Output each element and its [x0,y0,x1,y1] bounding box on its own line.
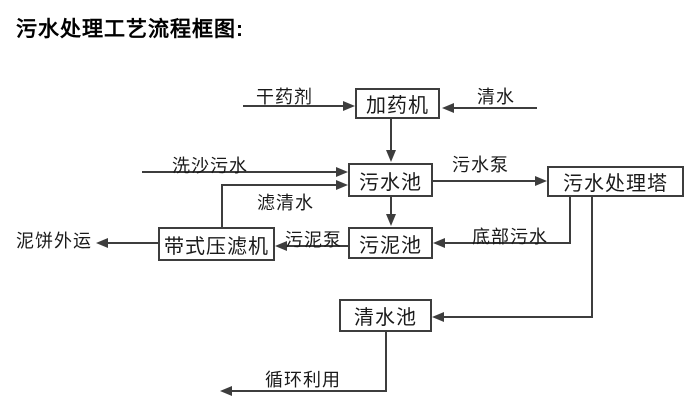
edge-recycle-vline [385,332,387,392]
node-sewage-treatment-tower: 污水处理塔 [547,166,684,197]
edge-tower-to-clean-vline [591,197,593,318]
edge-dosing-to-pool-line [390,119,392,151]
label-sand-washing-sewage: 洗沙污水 [172,156,248,176]
arrowhead-left-icon [275,241,287,251]
node-sludge-pool: 污泥池 [348,227,433,259]
arrowhead-right-icon [336,180,348,190]
label-sludge-pump: 污泥泵 [285,230,342,250]
label-sewage-pump: 污水泵 [452,155,509,175]
arrowhead-down-icon [386,150,396,162]
arrowhead-right-icon [535,176,547,186]
edge-pool-to-sludge-line [390,197,392,215]
arrowhead-left-icon [442,103,454,113]
label-dry-agent: 干药剂 [256,87,313,107]
edge-mud-cake-line [108,242,158,244]
edge-sewage-pump-line [433,180,535,182]
edge-bottom-sewage-vline [569,197,571,244]
node-dosing-machine-label: 加药机 [366,95,429,117]
arrowhead-left-icon [96,238,108,248]
edge-filtered-water-vline [221,184,223,227]
edge-clean-water-line [454,107,537,109]
node-clean-water-pool: 清水池 [339,299,432,332]
label-clean-water: 清水 [477,87,515,107]
node-belt-filter-press: 带式压滤机 [158,227,275,261]
arrowhead-left-icon [433,238,445,248]
edge-sand-washing-line [142,171,336,173]
edge-dry-agent-line [243,105,343,107]
edge-filtered-water-hline [221,184,336,186]
node-sludge-pool-label: 污泥池 [359,234,422,257]
arrowhead-right-icon [343,101,355,111]
arrowhead-left-icon [432,312,444,322]
label-recycle-use: 循环利用 [265,370,341,390]
arrowhead-down-icon [386,214,396,226]
node-sewage-pool: 污水池 [348,163,433,197]
arrowhead-left-icon [220,386,232,396]
label-mud-cake-out: 泥饼外运 [16,231,92,251]
node-sewage-pool-label: 污水池 [359,171,422,194]
node-clean-water-pool-label: 清水池 [354,307,417,329]
node-dosing-machine: 加药机 [355,88,440,119]
label-bottom-sewage: 底部污水 [472,227,548,247]
arrowhead-right-icon [336,167,348,177]
label-filtered-water: 滤清水 [257,193,314,213]
edge-bottom-sewage-hline [445,242,571,244]
diagram-title: 污水处理工艺流程框图: [16,18,244,41]
edge-recycle-hline [232,390,387,392]
node-sewage-treatment-tower-label: 污水处理塔 [563,173,668,195]
edge-sludge-pump-line [287,245,348,247]
node-belt-filter-press-label: 带式压滤机 [164,235,269,258]
edge-tower-to-clean-hline [444,316,593,318]
